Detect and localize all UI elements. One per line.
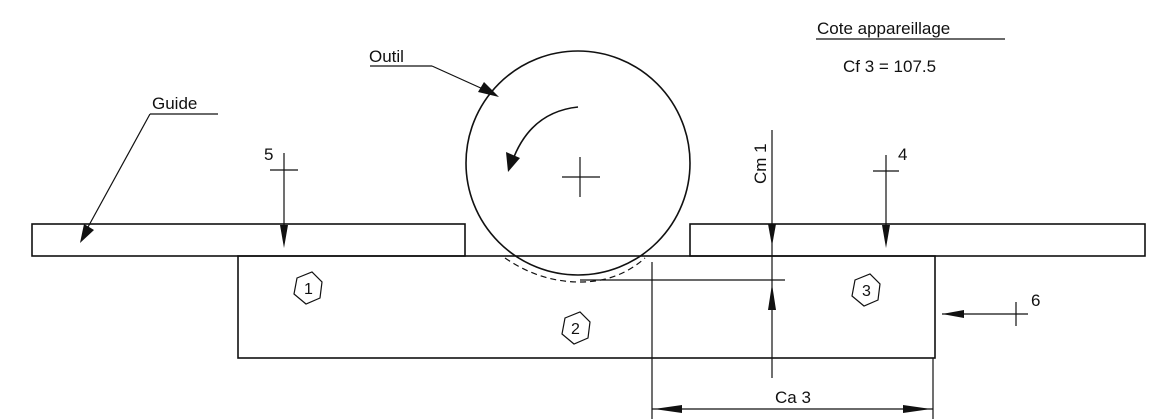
support-6-label: 6 — [1031, 291, 1040, 310]
surface-2-label: 2 — [571, 321, 580, 338]
ca3-label: Ca 3 — [775, 388, 811, 407]
cote-value: Cf 3 = 107.5 — [843, 57, 936, 76]
cm1-dimension — [768, 130, 776, 378]
outil-label: Outil — [369, 47, 404, 66]
tool — [465, 50, 785, 283]
guide-label: Guide — [152, 94, 197, 113]
support-4 — [873, 155, 899, 248]
cm1-label: Cm 1 — [751, 143, 770, 184]
surface-2-mark — [561, 311, 591, 345]
surface-3-mark — [851, 273, 881, 307]
support-4-label: 4 — [898, 145, 907, 164]
outil-leader — [370, 65, 499, 97]
surface-1-label: 1 — [304, 281, 313, 298]
rotation-arrow-icon — [506, 106, 579, 172]
guide-plate-right — [689, 223, 1146, 257]
support-5-label: 5 — [264, 145, 273, 164]
guide-leader — [80, 113, 218, 243]
surface-3-label: 3 — [862, 283, 871, 300]
guide-plate-left — [31, 223, 466, 257]
workpiece — [237, 255, 936, 359]
cote-title: Cote appareillage — [817, 19, 950, 38]
support-5 — [270, 153, 298, 248]
ca3-dimension — [651, 262, 934, 419]
support-6 — [942, 302, 1028, 326]
surface-1-mark — [293, 271, 323, 305]
